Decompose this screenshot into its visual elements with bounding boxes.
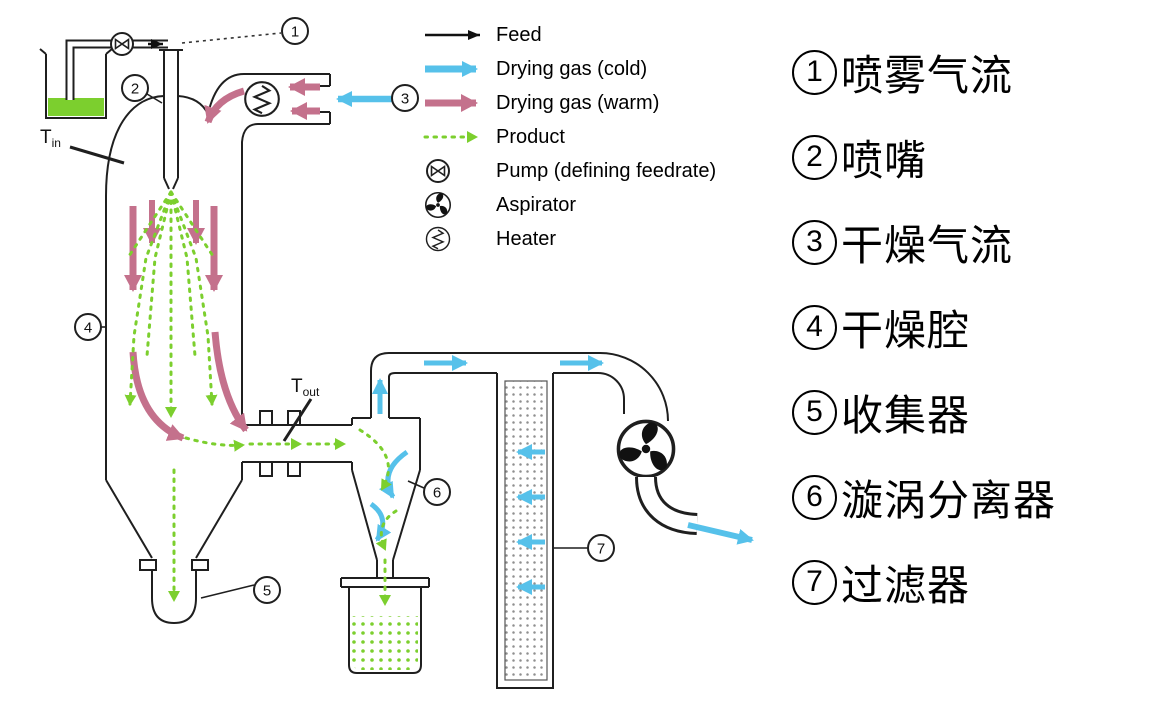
legend-label: Aspirator: [496, 193, 577, 216]
svg-text:6: 6: [433, 485, 441, 502]
feed-vessel: [39, 32, 168, 119]
callouts: 1 2 3 4 5 6 7: [74, 17, 615, 604]
temp-out-probe: [282, 398, 313, 442]
callout-7: [587, 534, 615, 562]
temperature-probes: Tin Tout: [40, 127, 320, 442]
warm-gas-arrows: [124, 78, 320, 442]
label-row-1: 1 喷雾气流: [792, 48, 1056, 99]
callout-3: [391, 84, 419, 112]
exhaust-gas-arrow: [687, 522, 754, 545]
callout-badge-4: 4: [792, 304, 837, 350]
feed-arrow-icon: [425, 30, 480, 40]
legend-label: Drying gas (cold): [496, 57, 648, 80]
svg-text:7: 7: [597, 541, 605, 558]
product-arrow-icon: [423, 131, 478, 143]
callout-badge-1: 1: [792, 49, 837, 95]
label-row-4: 4 干燥腔: [792, 303, 1056, 354]
label-text-4: 干燥腔: [841, 306, 971, 354]
label-text-1: 喷雾气流: [841, 51, 1014, 99]
label-text-6: 漩涡分离器: [841, 476, 1057, 524]
callout-badge-2: 2: [792, 134, 837, 180]
label-list: 1 喷雾气流 2 喷嘴 3 干燥气流 4 干燥腔 5 收集器 6 漩涡分离器 7…: [792, 48, 1056, 609]
callout-6: [423, 478, 451, 506]
label-text-2: 喷嘴: [841, 136, 928, 184]
legend-label: Feed: [496, 23, 542, 46]
filter: [496, 373, 554, 689]
aspirator-icon: [615, 419, 676, 479]
label-row-7: 7 过滤器: [792, 558, 1056, 609]
legend-label: Drying gas (warm): [496, 91, 660, 114]
legend-item-feed: Feed: [422, 22, 716, 48]
legend-item-warm-gas: Drying gas (warm): [422, 90, 716, 116]
label-row-2: 2 喷嘴: [792, 133, 1056, 184]
callout-badge-3: 3: [792, 219, 837, 265]
legend-item-product: Product: [422, 124, 716, 150]
legend-label: Product: [496, 125, 565, 148]
callout-4: [74, 313, 102, 341]
heater-icon: [425, 226, 451, 252]
legend-label: Pump (defining feedrate): [496, 159, 717, 182]
callout-5: [253, 576, 281, 604]
legend-item-pump: Pump (defining feedrate): [422, 158, 716, 184]
exhaust-pipe: [635, 476, 754, 545]
legend-item-aspirator: Aspirator: [422, 192, 716, 218]
label-row-5: 5 收集器: [792, 388, 1056, 439]
callout-badge-6: 6: [792, 474, 837, 520]
svg-text:5: 5: [263, 583, 271, 600]
drying-chamber: [105, 196, 243, 625]
legend-label: Heater: [496, 227, 557, 250]
spray-gas-leader-line: [181, 32, 282, 44]
spray-dryer-diagram: Tin Tout 1 2 3 4 5 6 7: [39, 17, 754, 689]
callout-1: [281, 17, 309, 45]
label-text-5: 收集器: [841, 391, 971, 439]
pump-icon: [426, 159, 450, 183]
svg-text:4: 4: [84, 320, 92, 337]
svg-text:1: 1: [291, 24, 299, 41]
callout-badge-5: 5: [792, 389, 837, 435]
callout-badge-7: 7: [792, 559, 837, 605]
label-text-7: 过滤器: [841, 561, 971, 609]
label-row-6: 6 漩涡分离器: [792, 473, 1056, 524]
pump-icon: [110, 32, 134, 56]
legend: Feed Drying gas (cold) Drying gas (warm)…: [422, 22, 716, 252]
temp-in-probe: [69, 145, 125, 165]
chamber-collection-vessel: [151, 570, 197, 625]
product-spray: [124, 190, 398, 606]
temp-out-label: Tout: [291, 376, 320, 399]
callout-2: [121, 74, 149, 102]
collected-powder: [352, 616, 418, 670]
label-row-3: 3 干燥气流: [792, 218, 1056, 269]
label-text-3: 干燥气流: [841, 221, 1014, 269]
temp-in-label: Tin: [40, 127, 61, 150]
legend-item-heater: Heater: [422, 226, 716, 252]
aspirator-icon: [424, 192, 452, 218]
warm-gas-arrow-icon: [425, 94, 478, 112]
svg-text:2: 2: [131, 81, 139, 98]
filter-medium: [504, 380, 548, 681]
nozzle: [159, 49, 183, 190]
heater-icon: [244, 81, 280, 117]
cyclone-separator: [351, 352, 669, 561]
legend-item-cold-gas: Drying gas (cold): [422, 56, 716, 82]
svg-text:3: 3: [401, 91, 409, 108]
cold-gas-arrow-icon: [425, 61, 478, 77]
